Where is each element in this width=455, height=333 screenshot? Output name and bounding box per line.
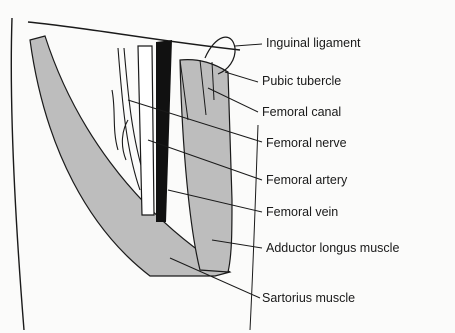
thigh-outline xyxy=(11,18,24,330)
label-femoral-canal: Femoral canal xyxy=(262,105,341,119)
leader-inguinal-ligament xyxy=(235,44,262,46)
label-sartorius-muscle: Sartorius muscle xyxy=(262,291,355,305)
label-femoral-nerve: Femoral nerve xyxy=(266,136,347,150)
label-inguinal-ligament: Inguinal ligament xyxy=(266,36,361,50)
leader-pubic-tubercle xyxy=(225,72,258,82)
label-femoral-vein: Femoral vein xyxy=(266,205,338,219)
inguinal-ligament-line xyxy=(28,22,240,50)
label-adductor-longus-muscle: Adductor longus muscle xyxy=(266,241,399,255)
femoral-vein-shape xyxy=(156,40,172,222)
label-femoral-artery: Femoral artery xyxy=(266,173,348,187)
adductor-longus-muscle-shape xyxy=(180,60,232,272)
inner-thigh-outline xyxy=(250,125,258,330)
label-pubic-tubercle: Pubic tubercle xyxy=(262,74,341,88)
